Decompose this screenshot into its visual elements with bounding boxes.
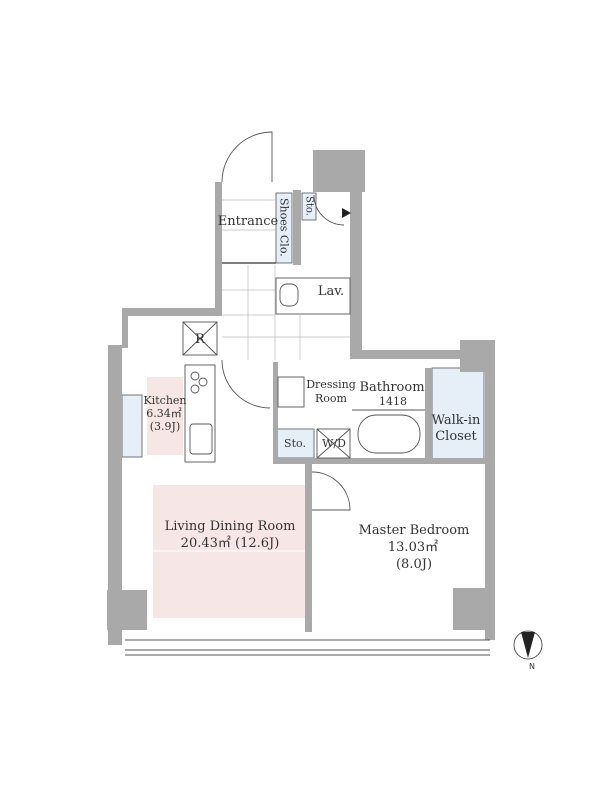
- entry-arrow-icon: [342, 208, 351, 218]
- label-bathroom-size: 1418: [379, 395, 407, 408]
- compass-north-label: N: [529, 662, 535, 671]
- label-entrance: Entrance: [217, 214, 279, 229]
- label-dressing-room-1: Dressing: [306, 378, 356, 391]
- compass-icon: [513, 630, 543, 660]
- label-walk-in-closet-1: Walk-in: [431, 413, 481, 428]
- label-refrigerator: R: [195, 332, 205, 347]
- label-shoes-closet: Shoes Clo.: [277, 198, 291, 257]
- walls: [107, 150, 495, 645]
- label-master-bedroom-jo: (8.0J): [395, 557, 433, 572]
- balcony-window-left: [121, 394, 143, 458]
- label-living-dining: Living Dining Room: [164, 519, 296, 534]
- walk-in-closet-box: [431, 367, 485, 464]
- label-walk-in-closet-2: Closet: [435, 429, 477, 444]
- label-dressing-room-2: Room: [315, 392, 347, 405]
- entrance-tiles: [222, 199, 350, 360]
- label-living-dining-area: 20.43㎡ (12.6J): [180, 536, 280, 551]
- label-kitchen-area: 6.34㎡: [146, 407, 182, 420]
- shoes-closet-box: [275, 192, 293, 264]
- label-washer-dryer: W/D: [322, 437, 346, 450]
- label-bathroom: Bathroom: [359, 380, 425, 395]
- label-master-bedroom-area: 13.03㎡: [387, 540, 439, 555]
- label-lavatory: Lav.: [317, 284, 345, 299]
- label-kitchen-jo: (3.9J): [149, 420, 181, 433]
- label-kitchen: Kitchen: [143, 394, 187, 407]
- kitchen-highlight: [147, 377, 183, 455]
- label-storage-bottom: Sto.: [284, 437, 306, 450]
- label-storage-top: Sto.: [303, 196, 315, 216]
- label-master-bedroom: Master Bedroom: [358, 523, 470, 538]
